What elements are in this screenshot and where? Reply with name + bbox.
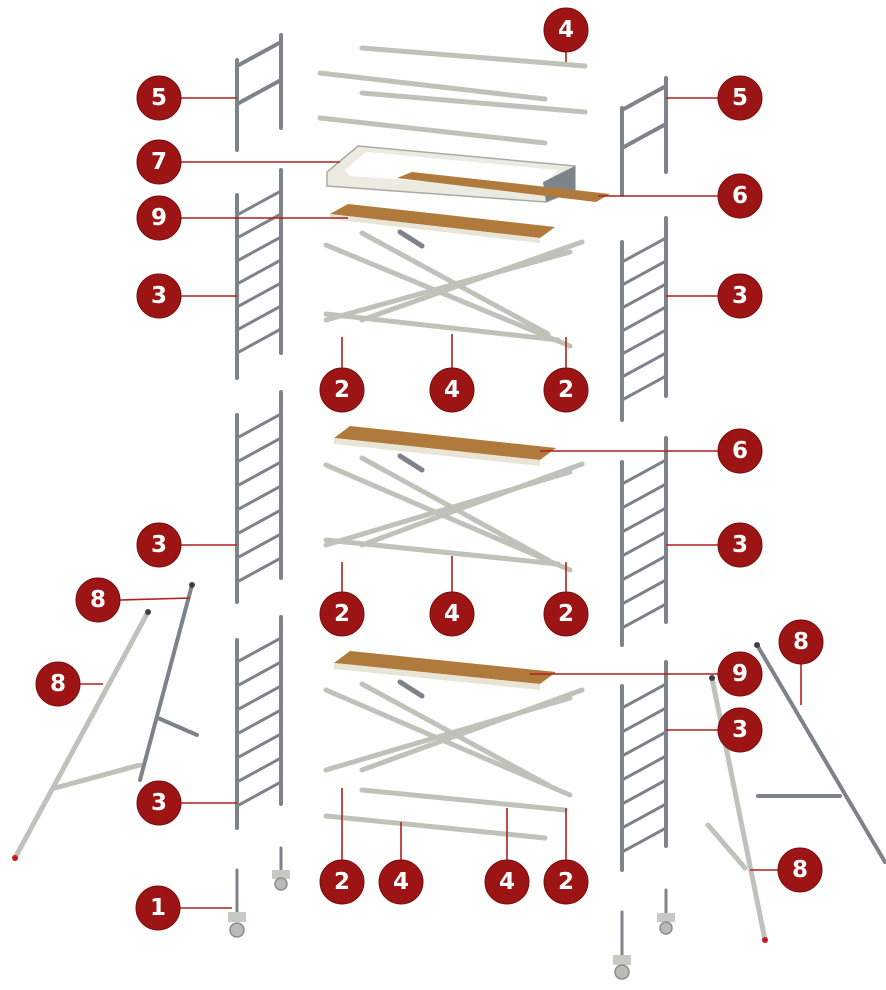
callout-label: 8	[792, 857, 808, 883]
castor-right-back	[657, 888, 675, 935]
brace-section-1	[323, 229, 585, 349]
left-ladder-frame-3	[235, 615, 283, 830]
top-plank	[330, 204, 555, 243]
callout-5-left: 5	[136, 75, 182, 121]
callout-label: 2	[334, 601, 350, 627]
right-top-frame	[620, 76, 668, 197]
callout-label: 8	[50, 671, 66, 697]
callout-2-row2-right: 2	[543, 591, 589, 637]
callout-9-lower: 9	[717, 651, 763, 697]
callout-9-top: 9	[136, 195, 182, 241]
callout-label: 4	[499, 869, 515, 895]
callout-1: 1	[135, 885, 181, 931]
callout-2-row2-left: 2	[319, 591, 365, 637]
left-stabiliser-front	[12, 609, 151, 861]
right-ladder-frame-3	[620, 660, 668, 872]
brace-section-2	[323, 453, 585, 573]
callout-7: 7	[136, 139, 182, 185]
callout-label: 3	[732, 717, 748, 743]
right-stabiliser-back	[754, 642, 886, 864]
brace-section-3	[323, 679, 585, 841]
callout-label: 8	[793, 629, 809, 655]
callout-3-right-3: 3	[717, 707, 763, 753]
callout-4-row1: 4	[429, 367, 475, 413]
callout-label: 5	[732, 85, 748, 111]
callout-6-middle: 6	[717, 428, 763, 474]
leader-lines	[80, 40, 802, 909]
callout-5-right: 5	[717, 75, 763, 121]
callout-3-left-1: 3	[136, 273, 182, 319]
callout-label: 5	[151, 85, 167, 111]
callout-2-row1-left: 2	[319, 367, 365, 413]
callout-label: 2	[334, 377, 350, 403]
callout-4-row2: 4	[429, 591, 475, 637]
callout-8-right-lower: 8	[777, 847, 823, 893]
callout-label: 4	[444, 377, 460, 403]
right-ladder-frame-2	[620, 436, 668, 647]
callout-3-right-1: 3	[717, 273, 763, 319]
callout-4-top: 4	[543, 7, 589, 53]
callout-label: 9	[732, 661, 748, 687]
right-ladder-frame-1	[620, 216, 668, 422]
callout-label: 4	[558, 17, 574, 43]
callout-label: 2	[558, 377, 574, 403]
callout-label: 3	[151, 532, 167, 558]
callout-4-row3-right: 4	[484, 859, 530, 905]
callout-label: 3	[732, 283, 748, 309]
left-stabiliser-back	[138, 582, 199, 782]
top-hatch-plank	[397, 172, 610, 202]
callout-label: 8	[90, 587, 106, 613]
left-top-frame	[235, 33, 283, 152]
callout-label: 6	[732, 438, 748, 464]
callout-label: 6	[732, 183, 748, 209]
castor-left-front	[228, 868, 246, 938]
callout-label: 4	[444, 601, 460, 627]
callout-2-row3-right: 2	[543, 859, 589, 905]
left-ladder-frame-1	[235, 168, 283, 380]
callout-label: 2	[334, 869, 350, 895]
callout-3-right-2: 3	[717, 522, 763, 568]
callout-label: 2	[558, 869, 574, 895]
lower-plank	[334, 651, 556, 690]
callout-8-left-upper: 8	[75, 577, 121, 623]
callout-6-top: 6	[717, 173, 763, 219]
callout-label: 3	[732, 532, 748, 558]
callout-3-left-3: 3	[136, 780, 182, 826]
callout-label: 7	[151, 149, 167, 175]
callout-label: 2	[558, 601, 574, 627]
callout-8-right-upper: 8	[778, 619, 824, 665]
callout-label: 4	[393, 869, 409, 895]
castor-left-back	[272, 846, 290, 891]
callout-label: 1	[150, 895, 166, 921]
top-guardrails	[317, 45, 588, 146]
callout-8-left-lower: 8	[35, 661, 81, 707]
castor-right-front	[613, 910, 631, 980]
callout-4-row3-left: 4	[378, 859, 424, 905]
callout-label: 3	[151, 283, 167, 309]
callout-label: 3	[151, 790, 167, 816]
callout-2-row1-right: 2	[543, 367, 589, 413]
callout-label: 9	[151, 205, 167, 231]
callout-2-row3-left: 2	[319, 859, 365, 905]
left-ladder-frame-2	[235, 390, 283, 604]
middle-hatch-plank	[334, 426, 556, 466]
callout-3-left-2: 3	[136, 522, 182, 568]
